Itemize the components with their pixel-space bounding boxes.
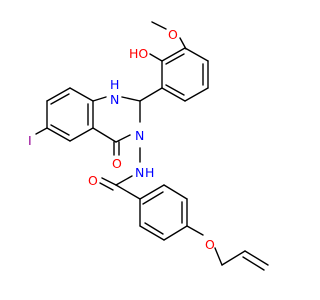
bond-c2-n1 bbox=[121, 96, 141, 102]
bond-ch-ch2-second bbox=[242, 256, 265, 271]
atom-labels: HO O H N N I O N H O O bbox=[28, 27, 215, 252]
atom-ketone-oxygen: O bbox=[112, 156, 122, 171]
bond-n3-c4 bbox=[115, 134, 131, 143]
bond-ring3-a-inner bbox=[142, 191, 164, 205]
atom-amide-h: H bbox=[145, 165, 154, 180]
bond-ch2-ch bbox=[221, 250, 246, 266]
atom-ring-nh-n: N bbox=[110, 92, 119, 107]
bond-ch-ch2 bbox=[244, 250, 269, 266]
bond-benzo-e-inner bbox=[50, 124, 70, 136]
bond-ring1-f-inner bbox=[165, 53, 185, 65]
bond-ether-o-ch2 bbox=[214, 247, 223, 266]
bond-aryl-c2 bbox=[139, 87, 163, 102]
bond-benzo-f bbox=[69, 127, 94, 142]
bond-benzo-b bbox=[69, 87, 94, 102]
molecule-drawing: HO O H N N I O N H O O bbox=[28, 21, 269, 271]
atom-ring-n3: N bbox=[135, 128, 144, 143]
atom-amide-n: N bbox=[135, 165, 144, 180]
bond-ring1-d-inner bbox=[165, 84, 185, 96]
bond-ring3-e bbox=[139, 225, 165, 241]
bond-c4-c4a bbox=[92, 127, 117, 143]
bond-benzo-e bbox=[46, 127, 71, 142]
atom-amide-oxygen: O bbox=[88, 173, 98, 188]
bond-methyl-o bbox=[151, 21, 167, 30]
atom-hydroxyl-oxygen: HO bbox=[129, 46, 148, 61]
atom-ring-nh-h: H bbox=[110, 77, 119, 92]
bonds bbox=[35, 21, 269, 271]
bond-ccarbonyl-o bbox=[101, 177, 117, 186]
bond-ccarbonyl-aryl bbox=[115, 184, 141, 200]
bond-o-aryl bbox=[179, 37, 187, 50]
bond-ring3-e-inner bbox=[144, 222, 164, 235]
bond-ring3-a bbox=[139, 184, 165, 200]
bond-ring3-b bbox=[163, 184, 188, 200]
bond-ring1-d bbox=[161, 87, 186, 102]
bond-benzo-c bbox=[46, 87, 71, 102]
bond-ring1-f bbox=[161, 47, 186, 62]
atom-iodine: I bbox=[28, 133, 32, 148]
bond-benzo-c-inner bbox=[50, 93, 70, 105]
bond-ring3-d bbox=[163, 225, 188, 241]
bond-n1-c8a bbox=[92, 96, 107, 102]
bond-ccarbonyl-o-second bbox=[99, 182, 114, 191]
atom-ether-oxygen: O bbox=[205, 237, 215, 252]
bond-aryl-ether-o bbox=[186, 225, 204, 236]
bond-namide-ccarbonyl bbox=[115, 175, 133, 186]
bond-ring1-c bbox=[184, 87, 209, 102]
molecule-structure-canvas: HO O H N N I O N H O O bbox=[28, 21, 269, 271]
bond-ring1-a bbox=[184, 47, 209, 62]
atom-methoxy-oxygen: O bbox=[168, 27, 178, 42]
bond-c-iodine bbox=[35, 127, 48, 135]
bond-c-oh bbox=[149, 53, 163, 62]
